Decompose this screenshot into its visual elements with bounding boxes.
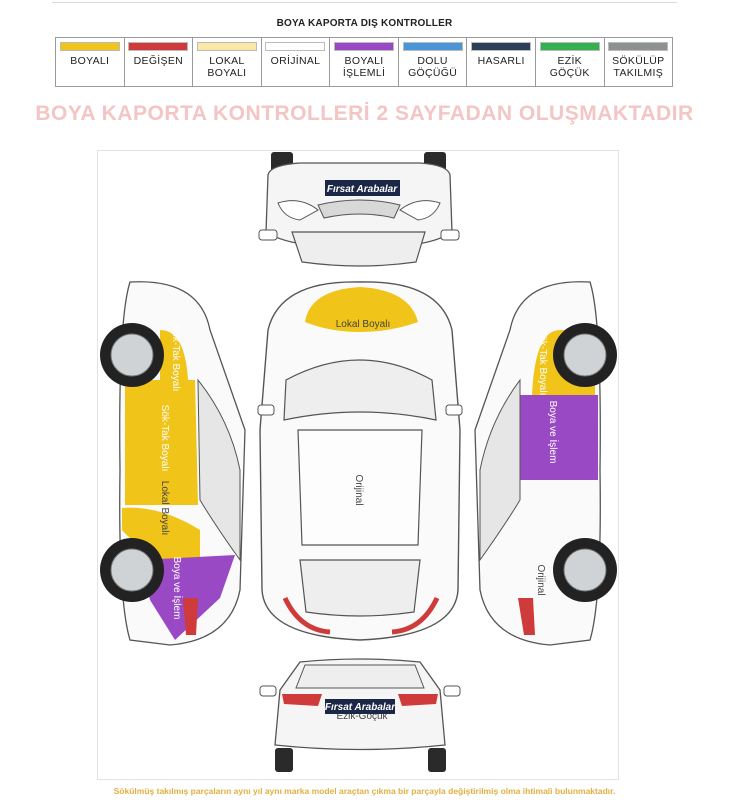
top-divider — [52, 0, 677, 3]
rear-window — [299, 559, 421, 617]
footer-note: Sökülmüş takılmış parçaların aynı yıl ay… — [113, 786, 616, 796]
legend-swatch — [59, 42, 120, 51]
front-left-headlight — [277, 200, 319, 221]
left-label-4: Boya ve İşlem — [171, 557, 184, 620]
right-label-2: Boya ve İşlem — [547, 401, 560, 464]
left-taillight — [183, 598, 198, 635]
top-right-mirror — [445, 404, 463, 416]
front-view: Fırsat Arabalar — [258, 152, 460, 267]
legend-label: SÖKÜLÜP TAKILMIŞ — [612, 55, 665, 79]
legend-swatch — [471, 42, 532, 51]
legend-label: DOLU GÖÇÜĞÜ — [408, 55, 458, 79]
car-diagram-frame — [97, 150, 619, 780]
right-label-1: Sök-Tak Boyalı — [537, 329, 548, 396]
left-front-door-boyali — [125, 380, 198, 505]
legend-label: BOYALI İŞLEMLİ — [342, 55, 386, 79]
front-plate-text: Fırsat Arabalar — [327, 184, 398, 195]
top-windshield — [283, 359, 437, 421]
rear-left-tire — [275, 748, 293, 772]
right-front-rim — [563, 333, 607, 377]
roof-panel — [297, 429, 423, 546]
legend-label: LOKAL BOYALI — [207, 55, 247, 79]
rear-view: Ezik-Göçük Fırsat Arabalar — [259, 658, 461, 772]
front-windshield — [291, 231, 426, 267]
top-view: Lokal Boyalı Orijinal — [257, 281, 463, 641]
front-plate — [325, 180, 400, 196]
legend-label: EZİK GÖÇÜK — [549, 55, 590, 79]
rear-plate — [325, 699, 395, 714]
legend-swatch — [334, 42, 395, 51]
roof-label: Orijinal — [353, 474, 364, 505]
legend-title: BOYA KAPORTA DIŞ KONTROLLER — [276, 18, 453, 29]
page-headline: BOYA KAPORTA KONTROLLERİ 2 SAYFADAN OLUŞ… — [35, 102, 694, 125]
legend-label: DEĞİŞEN — [133, 55, 184, 67]
hood-lokal-boyali — [305, 287, 418, 332]
left-windows — [197, 378, 241, 562]
rear-left-mirror — [259, 685, 277, 697]
right-side-view: Sök-Tak Boyalı Boya ve İşlem Orijinal — [474, 281, 617, 646]
right-taillight — [518, 598, 535, 635]
left-fender-boyali — [160, 330, 188, 380]
legend-swatch — [265, 42, 326, 51]
legend-item-hasarli: HASARLI — [467, 38, 536, 86]
legend-item-degisen: DEĞİŞEN — [125, 38, 194, 86]
legend-label: BOYALI — [70, 55, 110, 67]
left-side-view: Sök-Tak Boyalı Sök-Tak Boyalı Lokal Boya… — [100, 281, 246, 646]
legend-swatch — [539, 42, 600, 51]
left-quarter-boya-islem — [140, 555, 235, 640]
legend-label: HASARLI — [477, 55, 525, 67]
left-rear-rim — [110, 548, 154, 592]
rear-label: Ezik-Göçük — [336, 711, 388, 722]
legend-item-sokulup-takilmis: SÖKÜLÜP TAKILMIŞ — [605, 38, 673, 86]
top-left-mirror — [257, 404, 275, 416]
legend-item-orijinal: ORİJİNAL — [262, 38, 331, 86]
rear-windshield — [295, 664, 425, 689]
front-right-headlight — [399, 200, 441, 221]
legend-item-dolu-gocugu: DOLU GÖÇÜĞÜ — [399, 38, 468, 86]
legend-swatch — [128, 42, 189, 51]
legend-swatch — [608, 42, 669, 51]
legend-swatch — [196, 42, 257, 51]
rear-left-lamp — [282, 694, 322, 706]
left-label-2: Sök-Tak Boyalı — [159, 405, 170, 472]
legend-label: ORİJİNAL — [270, 55, 321, 67]
rear-right-tire — [428, 748, 446, 772]
legend-item-ezik-gocuk: EZİK GÖÇÜK — [536, 38, 605, 86]
legend-item-lokal-boyali: LOKAL BOYALI — [193, 38, 262, 86]
left-front-rim — [110, 333, 154, 377]
left-label-3: Lokal Boyalı — [159, 481, 170, 535]
rear-right-mirror — [443, 685, 461, 697]
right-door-boya-islem — [520, 395, 598, 480]
front-grille — [317, 199, 401, 219]
rear-right-lamp — [398, 694, 438, 706]
rear-plate-text: Fırsat Arabalar — [325, 702, 396, 713]
front-right-mirror — [440, 229, 460, 241]
color-legend: BOYALI DEĞİŞEN LOKAL BOYALI ORİJİNAL BOY… — [55, 37, 673, 87]
legend-item-boyali: BOYALI — [56, 38, 125, 86]
right-label-3: Orijinal — [535, 564, 546, 595]
rear-right-taillight — [391, 596, 440, 635]
left-label-1: Sök-Tak Boyalı — [170, 325, 181, 392]
front-left-mirror — [258, 229, 278, 241]
hood-label: Lokal Boyalı — [336, 319, 390, 330]
rear-left-taillight — [282, 596, 331, 635]
legend-item-boyali-islemli: BOYALI İŞLEMLİ — [330, 38, 399, 86]
right-windows — [479, 378, 521, 562]
legend-swatch — [402, 42, 463, 51]
right-rear-rim — [563, 548, 607, 592]
